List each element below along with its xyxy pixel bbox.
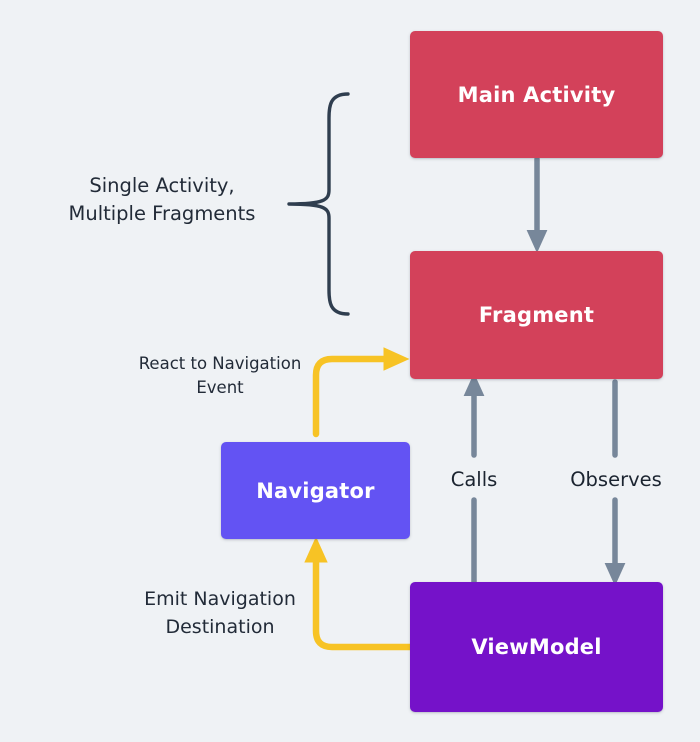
- node-viewmodel-label: ViewModel: [471, 635, 602, 659]
- node-main-activity-label: Main Activity: [457, 82, 616, 107]
- caption-single-activity-multiple-fragments: Single Activity, Multiple Fragments: [68, 174, 256, 226]
- grouping-brace-icon: [287, 92, 350, 316]
- node-main-activity[interactable]: Main Activity: [410, 31, 663, 158]
- node-viewmodel[interactable]: ViewModel: [410, 582, 663, 712]
- caption-react-to-navigation-event: React to Navigation Event: [138, 354, 302, 397]
- edge-label-observes: Observes: [570, 468, 662, 491]
- edge-viewmodel-to-navigator: [304, 536, 415, 651]
- node-fragment[interactable]: Fragment: [410, 251, 663, 379]
- caption-emit-navigation-destination: Emit Navigation Destination: [144, 588, 296, 638]
- edge-label-calls: Calls: [450, 468, 498, 491]
- node-fragment-label: Fragment: [478, 303, 595, 327]
- node-navigator-label: Navigator: [256, 478, 375, 503]
- node-navigator[interactable]: Navigator: [221, 442, 410, 539]
